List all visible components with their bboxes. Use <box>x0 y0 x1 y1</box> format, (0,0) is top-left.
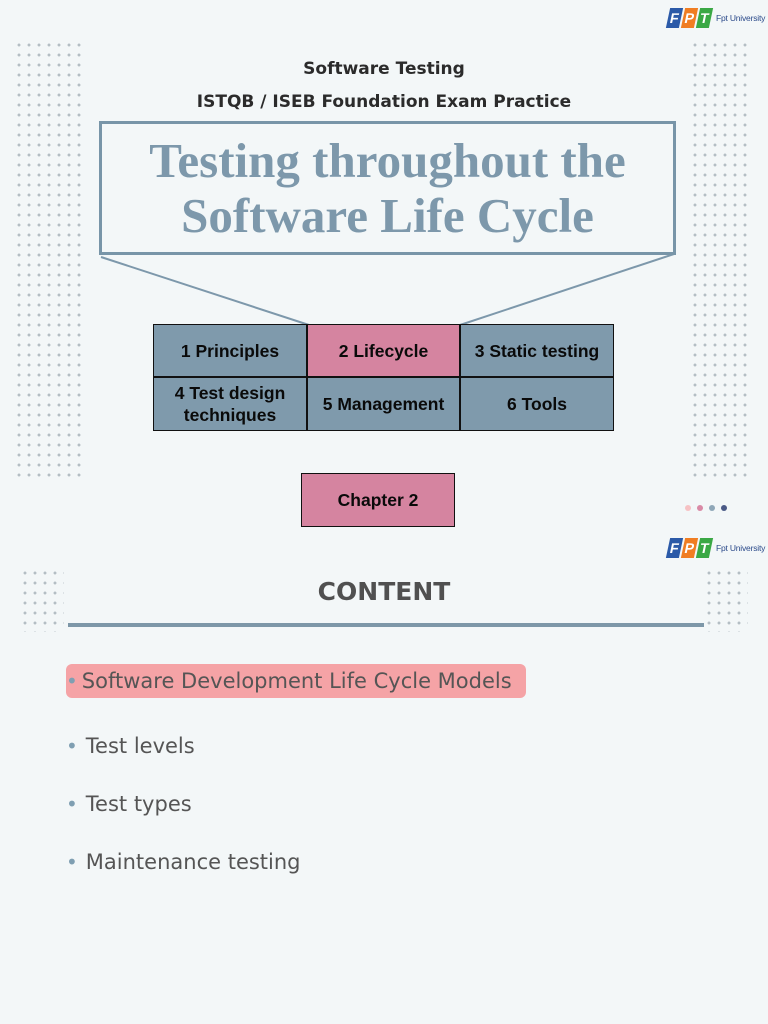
course-subtitle: Software Testing <box>303 59 465 79</box>
logo-name: Fpt University <box>716 543 766 553</box>
bullet-icon: • <box>66 669 78 693</box>
bullet-icon: • <box>66 734 78 758</box>
chapter-badge: Chapter 2 <box>301 473 455 527</box>
list-item-text: Maintenance testing <box>85 850 301 874</box>
title-connector-lines <box>100 253 675 326</box>
bullet-icon: • <box>66 850 78 874</box>
module-lifecycle: 2 Lifecycle <box>307 324 460 377</box>
module-tools: 6 Tools <box>460 377 614 431</box>
list-item-test-levels: • Test levels <box>66 734 195 758</box>
dot-pattern-left <box>14 40 84 480</box>
pager-dot <box>685 505 691 511</box>
title-line-2: Software Life Cycle <box>181 188 594 243</box>
slide-pager-dots <box>685 505 733 511</box>
title-line-1: Testing throughout the <box>149 133 626 188</box>
content-heading: CONTENT <box>317 577 451 606</box>
module-management: 5 Management <box>307 377 460 431</box>
dot-pattern-right <box>690 40 750 480</box>
list-item-text: Test types <box>85 792 192 816</box>
dot-pattern-left <box>20 568 64 632</box>
list-item-sdlc-models: •Software Development Life Cycle Models <box>66 664 526 698</box>
title-slide: F P T Fpt University Software Testing IS… <box>14 8 766 527</box>
fpt-logo: F P T Fpt University <box>665 8 766 28</box>
list-item-test-types: • Test types <box>66 792 192 816</box>
heading-underline <box>68 623 704 627</box>
list-item-text: Software Development Life Cycle Models <box>81 669 512 693</box>
pager-dot <box>721 505 727 511</box>
dot-pattern-right <box>704 568 748 632</box>
module-grid: 1 Principles 2 Lifecycle 3 Static testin… <box>153 324 614 431</box>
list-item-text: Test levels <box>85 734 195 758</box>
module-static-testing: 3 Static testing <box>460 324 614 377</box>
title-box: Testing throughout the Software Life Cyc… <box>99 121 676 255</box>
content-slide: F P T Fpt University CONTENT •Software D… <box>0 530 768 1024</box>
module-test-design-techniques: 4 Test design techniques <box>153 377 307 431</box>
fpt-logo: F P T Fpt University <box>665 538 766 558</box>
list-item-maintenance-testing: • Maintenance testing <box>66 850 301 874</box>
logo-tile-t: T <box>695 538 714 558</box>
pager-dot <box>697 505 703 511</box>
module-principles: 1 Principles <box>153 324 307 377</box>
logo-name: Fpt University <box>716 13 766 23</box>
pager-dot <box>709 505 715 511</box>
exam-subtitle: ISTQB / ISEB Foundation Exam Practice <box>196 92 572 112</box>
bullet-icon: • <box>66 792 78 816</box>
